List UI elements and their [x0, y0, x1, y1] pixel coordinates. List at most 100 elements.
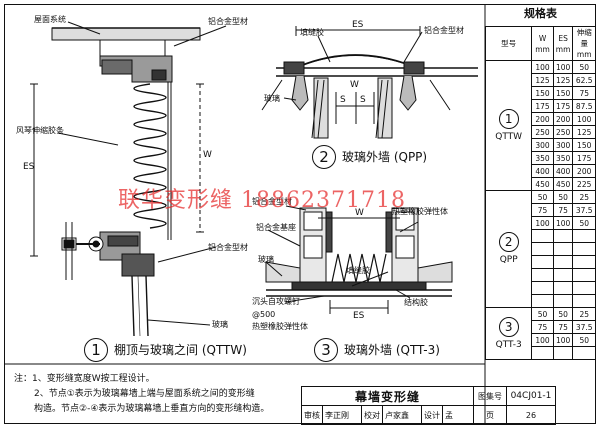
- spec-cell-ext: 50: [572, 216, 596, 230]
- spec-type-code: QPP: [499, 255, 518, 265]
- spec-cell-w: [531, 346, 554, 360]
- spec-cell-w: 50: [531, 307, 554, 321]
- detail-3-title: 玻璃外墙 (QTT-3): [344, 343, 440, 357]
- spec-cell-ext: [572, 268, 596, 282]
- spec-row: [486, 346, 596, 360]
- label-glass: 玻璃: [258, 255, 274, 264]
- spec-cell-ext: [572, 281, 596, 295]
- spec-cell-ext: [572, 229, 596, 243]
- spec-cell-ext: 225: [572, 177, 596, 191]
- label-glass: 玻璃: [212, 320, 228, 329]
- spec-cell-es: [552, 242, 574, 256]
- spec-cell-ext: [572, 255, 596, 269]
- spec-cell-w: 350: [531, 151, 554, 165]
- note-line: 注：1、变形缝宽度W按工程设计。: [14, 374, 155, 384]
- dimension-es: ES: [352, 20, 364, 30]
- review-label: 审核: [301, 405, 323, 425]
- spec-cell-ext: 37.5: [572, 203, 596, 217]
- spec-cell-es: 400: [552, 164, 574, 178]
- spec-cell-w: 100: [531, 333, 554, 347]
- detail-2-drawing: [261, 26, 478, 139]
- spec-cell-ext: 200: [572, 164, 596, 178]
- dimension-s-left: S: [340, 95, 346, 105]
- spec-cell-w: 400: [531, 164, 554, 178]
- label-aluminum-profile: 铝合金型材: [424, 26, 464, 35]
- header-type: 型号: [484, 26, 533, 61]
- spec-cell-es: 75: [552, 320, 574, 334]
- spec-type-number: 3: [498, 316, 519, 337]
- spec-cell-es: [552, 346, 574, 360]
- spec-row: [486, 294, 596, 308]
- title-block: 幕墙变形缝 图集号 04CJ01-1 审核 李正刚 校对 卢家鑫 设计 孟 页 …: [301, 386, 556, 425]
- spec-cell-w: 300: [531, 138, 554, 152]
- dimension-s-right: S: [360, 95, 366, 105]
- spec-cell-ext: 50: [572, 60, 596, 74]
- spec-cell-es: [552, 294, 574, 308]
- drawing-title: 幕墙变形缝: [301, 386, 474, 406]
- spec-cell-es: 150: [552, 86, 574, 100]
- detail-1-title: 棚顶与玻璃之间 (QTTW): [114, 343, 247, 357]
- spec-cell-ext: 175: [572, 151, 596, 165]
- label-anchor-screw: 沉头自攻螺钉: [252, 297, 300, 306]
- dimension-w: W: [203, 150, 212, 160]
- dimension-es: ES: [23, 162, 35, 172]
- spec-cell-es: 100: [552, 60, 574, 74]
- spec-cell-ext: 87.5: [572, 99, 596, 113]
- label-bellows: 风琴伸缩胶条: [16, 126, 64, 135]
- page-number: 26: [506, 405, 556, 425]
- spec-cell-es: 300: [552, 138, 574, 152]
- spec-row: [486, 229, 596, 243]
- label-glass: 玻璃: [264, 94, 280, 103]
- atlas-label: 图集号: [473, 386, 507, 406]
- label-aluminum-profile-top: 铝合金型材: [208, 17, 248, 26]
- check-name: 卢家鑫: [382, 405, 422, 425]
- spec-cell-ext: 75: [572, 86, 596, 100]
- spec-cell-ext: 25: [572, 190, 596, 204]
- spec-cell-ext: [572, 294, 596, 308]
- spec-cell-ext: [572, 346, 596, 360]
- check-label: 校对: [361, 405, 383, 425]
- detail-1-caption: 1 棚顶与玻璃之间 (QTTW): [84, 338, 247, 362]
- spec-cell-w: [531, 242, 554, 256]
- design-name: 孟: [442, 405, 474, 425]
- spec-cell-es: 75: [552, 203, 574, 217]
- detail-1-number: 1: [84, 338, 108, 362]
- spec-cell-ext: 50: [572, 333, 596, 347]
- spec-type-number: 2: [498, 232, 519, 252]
- spec-cell-w: 50: [531, 190, 554, 204]
- spec-cell-w: [531, 229, 554, 243]
- spec-cell-w: 250: [531, 125, 554, 139]
- dimension-w: W: [355, 208, 364, 218]
- spec-cell-es: [552, 281, 574, 295]
- spec-cell-es: 200: [552, 112, 574, 126]
- dimension-es: ES: [353, 311, 365, 321]
- spec-cell-w: [531, 281, 554, 295]
- spec-cell-es: [552, 268, 574, 282]
- spec-cell-ext: [572, 242, 596, 256]
- spec-cell-ext: 25: [572, 307, 596, 321]
- spec-cell-es: [552, 255, 574, 269]
- spec-cell-w: 100: [531, 216, 554, 230]
- label-hot-rubber-top: 热塑橡胶弹性体: [392, 207, 448, 216]
- design-label: 设计: [421, 405, 443, 425]
- roof-system-band: [51, 27, 201, 41]
- spec-cell-w: [531, 294, 554, 308]
- spec-cell-w: 150: [531, 86, 554, 100]
- elastomer-zigzag: [331, 253, 387, 283]
- spec-cell-es: 450: [552, 177, 574, 191]
- detail-3-drawing: [265, 205, 453, 314]
- spec-cell-w: [531, 255, 554, 269]
- spec-cell-ext: 37.5: [572, 320, 596, 334]
- label-aluminum-profile: 铝合金型材: [252, 197, 292, 206]
